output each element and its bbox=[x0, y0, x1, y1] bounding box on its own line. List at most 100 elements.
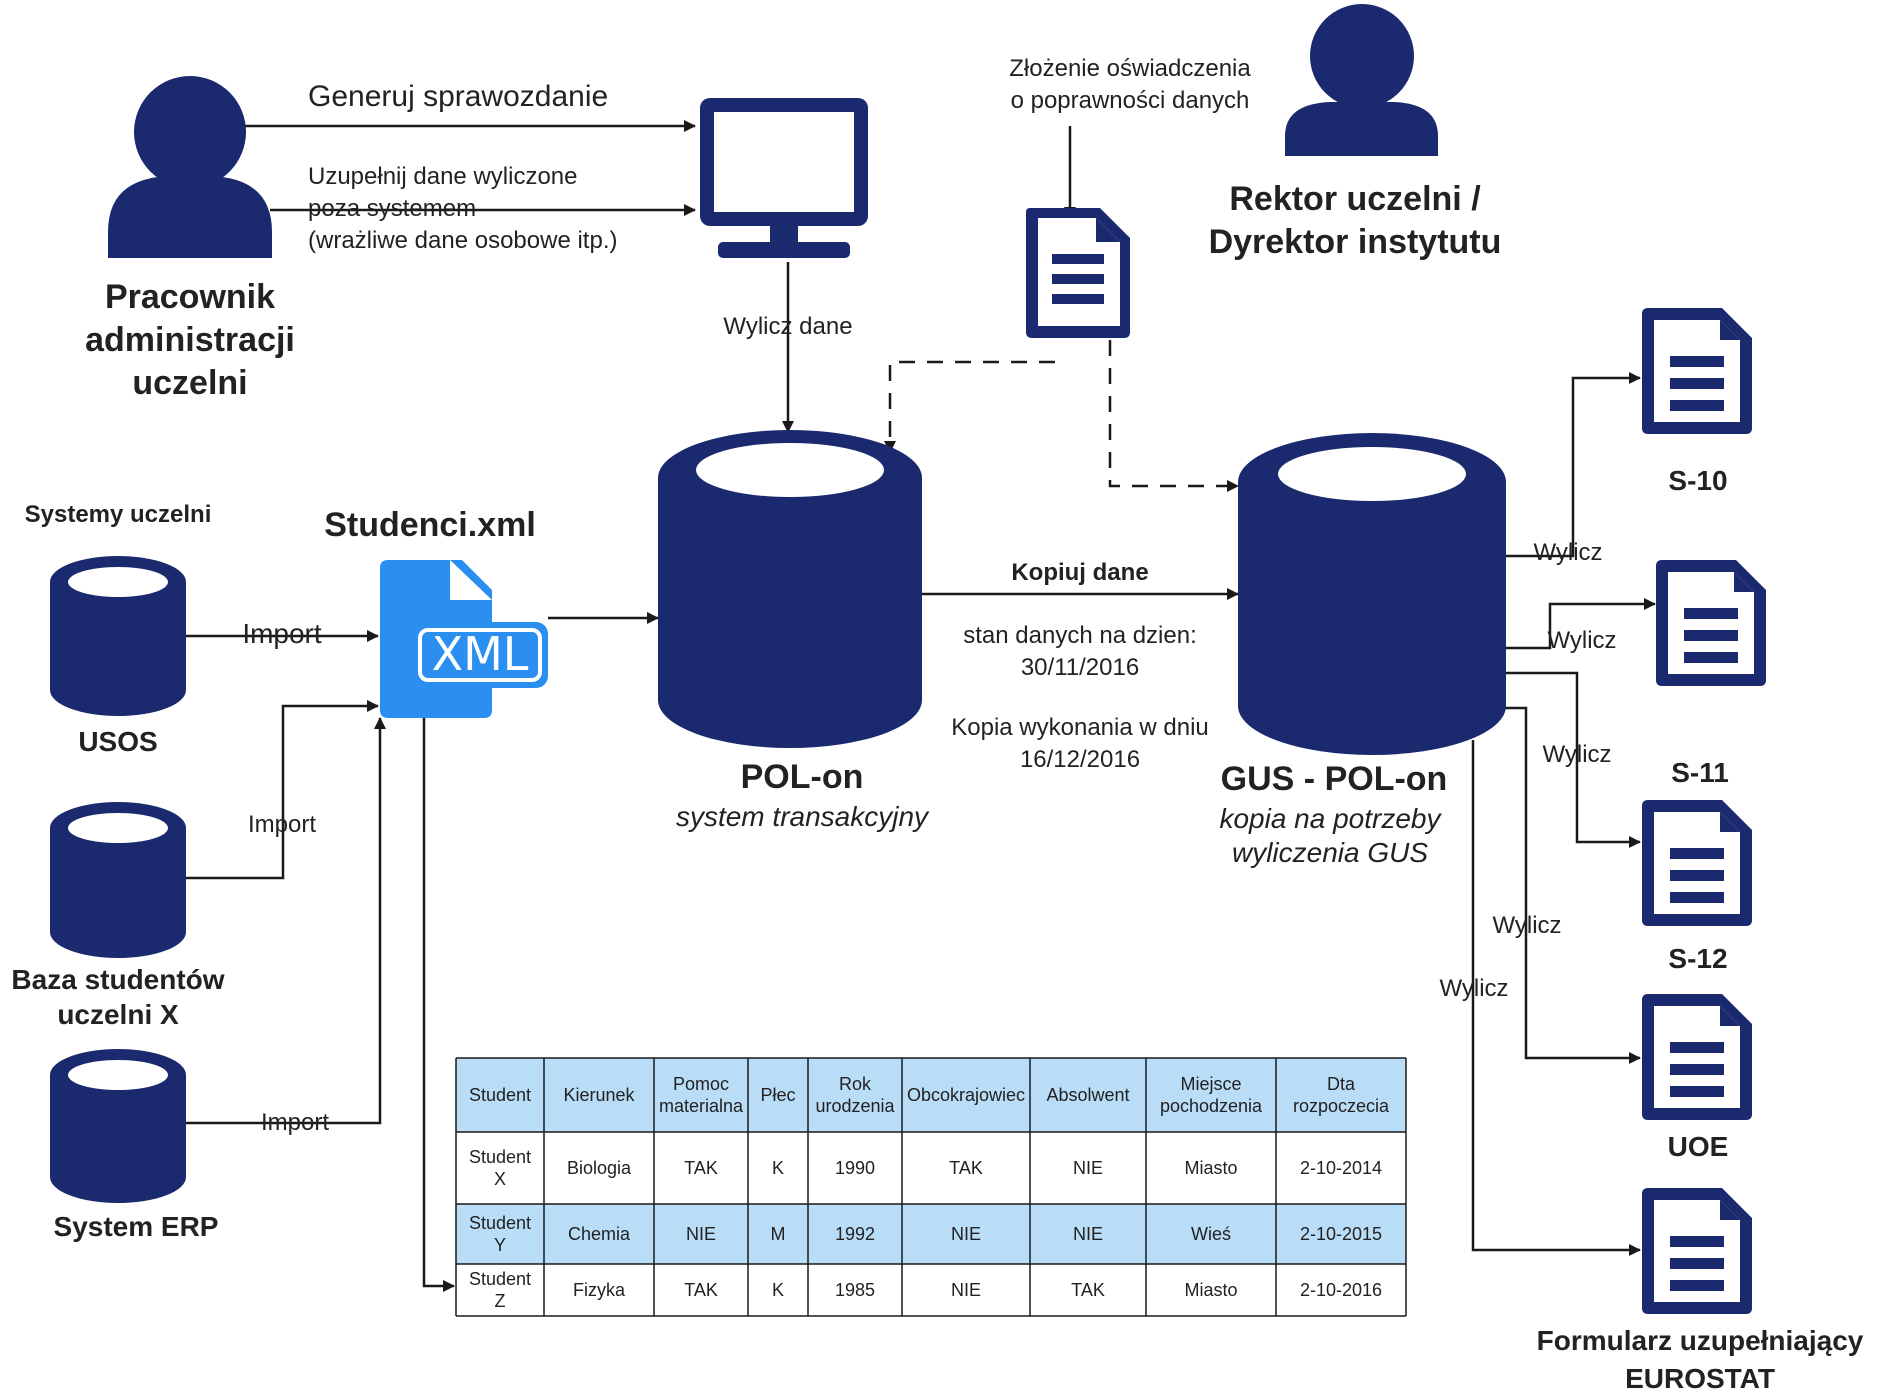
label-wylicz-4: Wylicz bbox=[1492, 912, 1561, 939]
label-import-usos: Import bbox=[242, 618, 322, 649]
table-header-bg bbox=[456, 1058, 1406, 1132]
admin-name-3: uczelni bbox=[132, 364, 247, 402]
erp-database-icon bbox=[50, 1049, 186, 1203]
report-s11-label: S-11 bbox=[1671, 757, 1729, 788]
table-cell: Miasto bbox=[1184, 1158, 1237, 1178]
label-import-erp: Import bbox=[261, 1109, 329, 1136]
edge-xml-table bbox=[422, 718, 455, 1292]
table-row-highlight bbox=[456, 1204, 1406, 1264]
rector-name-2: Dyrektor instytutu bbox=[1209, 223, 1502, 261]
report-s12-document-icon bbox=[1642, 800, 1752, 926]
report-eurostat-label-2: EUROSTAT bbox=[1625, 1363, 1775, 1394]
label-stan-2: 30/11/2016 bbox=[1021, 654, 1139, 681]
admin-name-1: Pracownik bbox=[105, 278, 275, 316]
table-cell: TAK bbox=[1071, 1280, 1105, 1300]
label-zlozenie-2: o poprawności danych bbox=[1011, 87, 1250, 114]
edge-wylicz-s10 bbox=[1505, 372, 1641, 558]
report-documents bbox=[1642, 308, 1766, 1314]
label-kopia-2: 16/12/2016 bbox=[1020, 746, 1140, 773]
report-uoe-label: UOE bbox=[1668, 1131, 1729, 1162]
table-cell: NIE bbox=[1073, 1224, 1103, 1244]
table-header-cell: urodzenia bbox=[815, 1096, 895, 1116]
label-import-baza: Import bbox=[248, 811, 316, 838]
table-cell: X bbox=[494, 1169, 506, 1189]
report-s10-label: S-10 bbox=[1668, 465, 1727, 496]
rector-name-1: Rektor uczelni / bbox=[1229, 180, 1481, 218]
table-header-cell: Obcokrajowiec bbox=[907, 1085, 1025, 1105]
table-header-cell: Student bbox=[469, 1085, 531, 1105]
label-uzupelnij-3: (wrażliwe dane osobowe itp.) bbox=[308, 227, 617, 254]
table-cell: Student bbox=[469, 1213, 531, 1233]
admin-person-icon bbox=[108, 76, 272, 258]
table-cell: Z bbox=[495, 1291, 506, 1311]
table-cell: M bbox=[771, 1224, 786, 1244]
xml-badge: XML bbox=[432, 627, 529, 681]
label-kopiuj: Kopiuj dane bbox=[1011, 559, 1148, 586]
usos-database-icon bbox=[50, 556, 186, 716]
report-eurostat-label-1: Formularz uzupełniający bbox=[1537, 1325, 1864, 1356]
table-header-cell: Płec bbox=[760, 1085, 795, 1105]
table-header-cell: rozpoczecia bbox=[1293, 1096, 1390, 1116]
table-header-cell: Absolwent bbox=[1046, 1085, 1129, 1105]
report-s10-document-icon bbox=[1642, 308, 1752, 434]
xml-title: Studenci.xml bbox=[324, 506, 536, 544]
table-cell: TAK bbox=[684, 1158, 718, 1178]
gus-subtitle-1: kopia na potrzeby bbox=[1219, 803, 1442, 834]
polon-subtitle: system transakcyjny bbox=[676, 801, 930, 832]
table-cell: TAK bbox=[684, 1280, 718, 1300]
gus-database-icon bbox=[1238, 433, 1506, 755]
table-header-cell: Dta bbox=[1327, 1074, 1356, 1094]
label-wylicz-1: Wylicz bbox=[1533, 539, 1602, 566]
table-cell: K bbox=[772, 1280, 784, 1300]
label-uzupelnij-1: Uzupełnij dane wyliczone bbox=[308, 163, 577, 190]
edge-dashed-polon bbox=[884, 360, 1055, 453]
gus-title: GUS - POL-on bbox=[1221, 760, 1448, 798]
report-uoe-document-icon bbox=[1642, 994, 1752, 1120]
label-kopia-1: Kopia wykonania w dniu bbox=[951, 714, 1209, 741]
report-eurostat-document-icon bbox=[1642, 1188, 1752, 1314]
label-systemy: Systemy uczelni bbox=[25, 501, 212, 528]
table-cell: 1985 bbox=[835, 1280, 875, 1300]
monitor-icon bbox=[700, 98, 868, 258]
edge-import-baza bbox=[185, 700, 379, 880]
table-header-cell: Rok bbox=[839, 1074, 872, 1094]
baza-label-1: Baza studentów bbox=[11, 964, 224, 995]
baza-database-icon bbox=[50, 802, 186, 958]
table-cell: 2-10-2016 bbox=[1300, 1280, 1382, 1300]
rector-person-icon bbox=[1285, 4, 1438, 156]
table-cell: 2-10-2015 bbox=[1300, 1224, 1382, 1244]
table-cell: Student bbox=[469, 1269, 531, 1289]
table-cell: Chemia bbox=[568, 1224, 631, 1244]
baza-label-2: uczelni X bbox=[57, 999, 179, 1030]
edge-import-erp bbox=[185, 717, 386, 1125]
label-wylicz-dane: Wylicz dane bbox=[723, 313, 852, 340]
declaration-document-icon bbox=[1026, 208, 1130, 338]
table-header-cell: Miejsce bbox=[1180, 1074, 1241, 1094]
edge-dashed-gus bbox=[1108, 340, 1239, 492]
label-wylicz-2: Wylicz bbox=[1547, 627, 1616, 654]
usos-label: USOS bbox=[78, 726, 157, 757]
table-cell: 1992 bbox=[835, 1224, 875, 1244]
label-uzupelnij-2: poza systemem bbox=[308, 195, 476, 222]
table-header-cell: Pomoc bbox=[673, 1074, 729, 1094]
edge-wylicz-s11 bbox=[1505, 598, 1656, 650]
gus-subtitle-2: wyliczenia GUS bbox=[1232, 837, 1428, 868]
table-cell: Fizyka bbox=[573, 1280, 626, 1300]
report-s12-label: S-12 bbox=[1668, 943, 1727, 974]
table-cell: K bbox=[772, 1158, 784, 1178]
label-stan-1: stan danych na dzien: bbox=[963, 622, 1197, 649]
table-cell: NIE bbox=[1073, 1158, 1103, 1178]
erp-label: System ERP bbox=[54, 1211, 219, 1242]
table-cell: Y bbox=[494, 1235, 506, 1255]
admin-name-2: administracji bbox=[85, 321, 295, 359]
edge-wylicz-uoe bbox=[1505, 706, 1641, 1064]
polon-database-icon bbox=[658, 430, 922, 748]
label-wylicz-3: Wylicz bbox=[1542, 741, 1611, 768]
polon-title: POL-on bbox=[741, 758, 864, 796]
edge-wylicz-eurostat bbox=[1471, 740, 1641, 1256]
edge-wylicz-s12 bbox=[1505, 671, 1641, 848]
table-header-cell: Kierunek bbox=[563, 1085, 635, 1105]
